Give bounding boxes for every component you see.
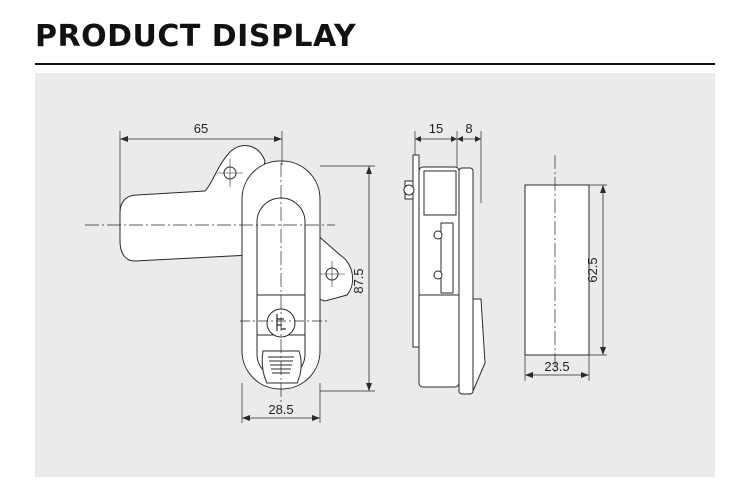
drawing-panel: 65 87.5 28.5 15 8 62.5 23.5 <box>35 73 715 477</box>
technical-drawing: 65 87.5 28.5 15 8 62.5 23.5 <box>85 121 607 423</box>
dim-label-28-5: 28.5 <box>268 402 293 417</box>
latch-tab <box>314 231 354 302</box>
cutout-view <box>524 155 607 381</box>
panel-cutout <box>524 184 590 356</box>
trigger-grip <box>261 350 302 384</box>
dim-label-87-5: 87.5 <box>351 268 366 293</box>
side-view <box>403 131 486 395</box>
dim-label-62-5: 62.5 <box>585 257 600 282</box>
front-view <box>85 131 375 423</box>
dim-label-65: 65 <box>194 121 208 136</box>
page-title: PRODUCT DISPLAY <box>35 19 357 54</box>
dim-label-15: 15 <box>429 121 443 136</box>
mounting-plate <box>412 154 420 348</box>
title-underline <box>35 63 715 65</box>
dim-label-8: 8 <box>465 121 472 136</box>
dim-label-23-5: 23.5 <box>544 359 569 374</box>
